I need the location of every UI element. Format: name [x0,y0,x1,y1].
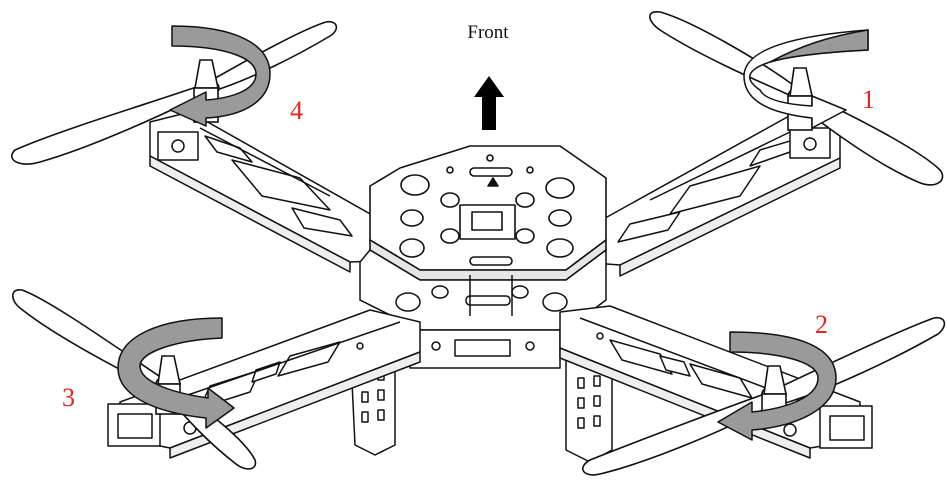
top-plate [369,145,607,281]
motor-number-4: 4 [290,96,303,125]
rotation-arrow-2-ccw-icon [717,331,837,441]
rotation-arrow-3-cw-icon [117,317,235,429]
rotation-arrow-1-cw-icon [743,29,869,129]
arm-4 [149,111,396,273]
propeller-2 [582,316,946,476]
motor-number-2: 2 [815,310,828,339]
motor-number-1: 1 [862,85,875,114]
rotation-arrow-4-ccw-icon [169,25,271,127]
motor-number-3: 3 [62,383,75,412]
middle-plate [359,248,607,331]
front-arrow-icon [474,76,504,130]
arm-1 [579,109,841,277]
front-label: Front [467,22,509,43]
